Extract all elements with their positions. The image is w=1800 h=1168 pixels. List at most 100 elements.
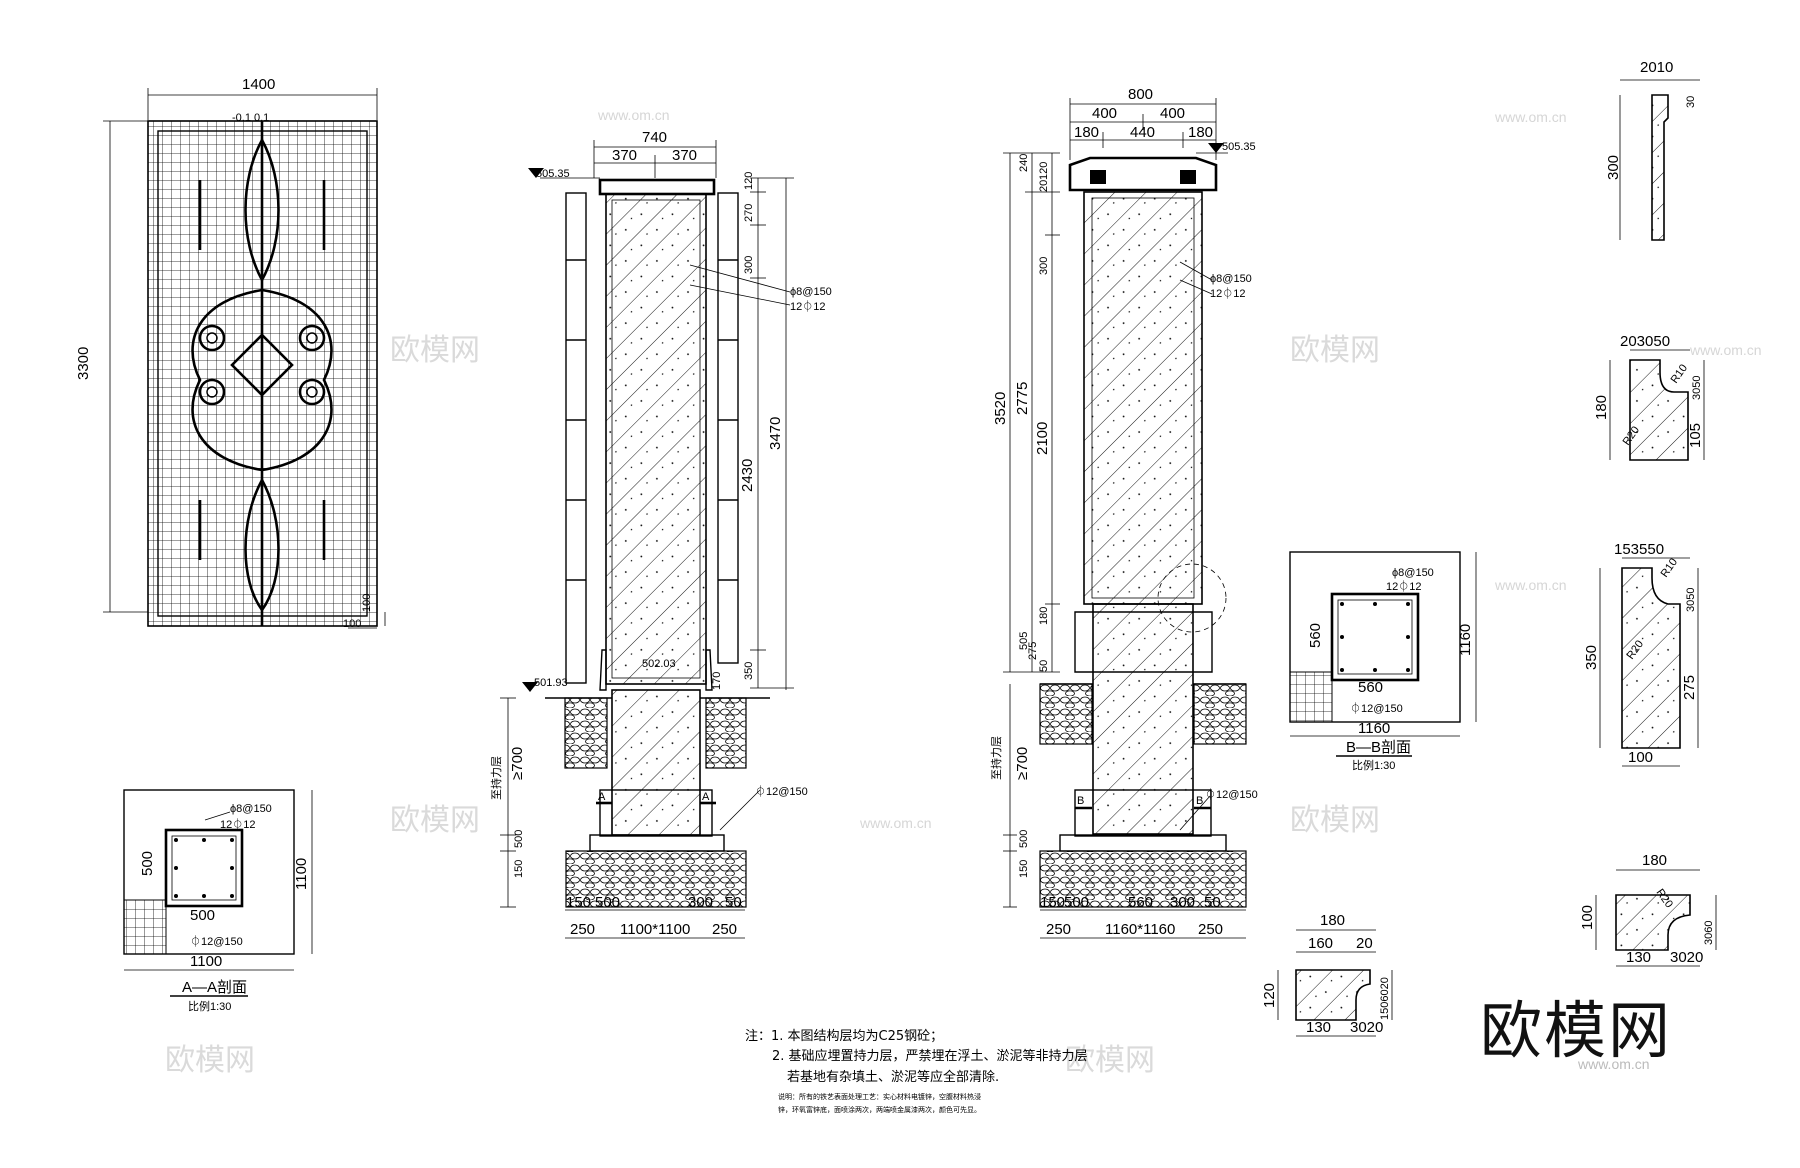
svg-text:比例1:30: 比例1:30	[188, 999, 231, 1013]
svg-text:欧模网: 欧模网	[390, 334, 480, 367]
svg-text:400: 400	[1160, 105, 1185, 122]
svg-text:3300: 3300	[75, 347, 92, 380]
svg-text:12⏀12: 12⏀12	[790, 299, 825, 313]
svg-text:R10: R10	[1669, 362, 1690, 385]
svg-text:440: 440	[1130, 124, 1155, 141]
svg-text:500: 500	[1064, 894, 1089, 911]
svg-text:1400: 1400	[242, 76, 275, 93]
svg-text:A—A剖面: A—A剖面	[182, 979, 247, 996]
svg-text:350: 350	[1583, 645, 1600, 670]
svg-text:3520: 3520	[992, 392, 1009, 425]
svg-text:3050: 3050	[1691, 376, 1703, 400]
svg-text:100: 100	[343, 618, 361, 630]
svg-text:240: 240	[1018, 154, 1030, 172]
svg-text:12⏀12: 12⏀12	[1386, 579, 1421, 593]
svg-text:203050: 203050	[1620, 333, 1670, 350]
svg-text:www.om.cn: www.om.cn	[597, 107, 670, 123]
svg-text:-0.1 0.1: -0.1 0.1	[232, 112, 269, 124]
svg-text:560: 560	[1358, 679, 1383, 696]
note-line-1: 注：1. 本图结构层均为C25钢砼；	[745, 1029, 944, 1044]
svg-text:500: 500	[1018, 830, 1030, 848]
svg-text:505.35: 505.35	[536, 168, 570, 180]
svg-text:250: 250	[712, 921, 737, 938]
svg-text:3020: 3020	[1670, 949, 1703, 966]
svg-text:3050: 3050	[1685, 588, 1697, 612]
svg-text:欧模网: 欧模网	[390, 804, 480, 837]
svg-text:2775: 2775	[1014, 382, 1031, 415]
svg-text:500: 500	[513, 830, 525, 848]
svg-text:300: 300	[688, 894, 713, 911]
svg-text:130: 130	[1626, 949, 1651, 966]
svg-text:至持力层: 至持力层	[989, 736, 1003, 780]
svg-text:欧模网: 欧模网	[1065, 1044, 1155, 1077]
svg-text:至持力层: 至持力层	[489, 756, 503, 800]
svg-text:1100: 1100	[190, 953, 222, 970]
svg-text:A: A	[598, 791, 606, 803]
svg-text:≥700: ≥700	[509, 747, 526, 780]
svg-text:2100: 2100	[1034, 422, 1051, 455]
svg-text:50: 50	[1038, 660, 1050, 672]
profile-1: 300 2010 30	[1605, 59, 1700, 241]
svg-text:250: 250	[1046, 921, 1071, 938]
svg-text:250: 250	[1198, 921, 1223, 938]
svg-text:www.om.cn: www.om.cn	[859, 815, 932, 831]
svg-text:370: 370	[612, 147, 637, 164]
svg-text:3060: 3060	[1703, 921, 1715, 945]
svg-text:740: 740	[642, 129, 667, 146]
svg-text:ϕ8@150: ϕ8@150	[1210, 273, 1252, 285]
svg-text:1100*1100: 1100*1100	[620, 921, 690, 938]
svg-text:180: 180	[1320, 912, 1345, 929]
svg-text:180: 180	[1593, 395, 1610, 420]
svg-text:501.93: 501.93	[534, 677, 568, 689]
svg-text:300: 300	[743, 256, 755, 274]
section-aa-plan: ϕ8@150 12⏀12 ⏀12@150 500 500 1100 1100 A…	[123, 789, 313, 1013]
svg-text:100: 100	[1628, 749, 1653, 766]
svg-text:ϕ8@150: ϕ8@150	[790, 286, 832, 298]
svg-text:⏀12@150: ⏀12@150	[1350, 701, 1403, 715]
svg-text:130: 130	[1306, 1019, 1331, 1036]
svg-text:100: 100	[1579, 905, 1596, 930]
note-line-2: 2. 基础应埋置持力层，严禁埋在浮土、淤泥等非持力层	[772, 1049, 1088, 1064]
svg-text:1160: 1160	[1358, 720, 1390, 737]
svg-text:www.om.cn: www.om.cn	[1689, 342, 1762, 358]
svg-text:120: 120	[1261, 983, 1278, 1008]
elevation-view: 1400 -0.1 0.1 3300 100 100	[75, 76, 386, 630]
svg-text:500: 500	[139, 851, 156, 876]
svg-text:350: 350	[743, 662, 755, 680]
svg-text:275: 275	[1027, 642, 1039, 660]
svg-text:160: 160	[1308, 935, 1333, 952]
section-bb-plan: ϕ8@150 12⏀12 ⏀12@150 560 560 1160 1160 B…	[1289, 551, 1477, 772]
column-section-b: 505.35 800 400 400 180 440 180 240 120 2…	[989, 86, 1258, 939]
column-section-a: 505.35 501.93 502.03 740 370 370 120 270…	[489, 129, 832, 939]
svg-text:500: 500	[595, 894, 620, 911]
svg-text:105: 105	[1687, 423, 1704, 448]
svg-text:ϕ8@150: ϕ8@150	[230, 803, 272, 815]
svg-text:180: 180	[1642, 852, 1667, 869]
svg-text:120: 120	[1038, 162, 1050, 180]
svg-text:170: 170	[711, 672, 723, 690]
svg-text:A: A	[702, 791, 710, 803]
svg-text:ϕ8@150: ϕ8@150	[1392, 567, 1434, 579]
brand-url-watermark: www.om.cn	[1578, 1056, 1650, 1072]
svg-text:50: 50	[725, 894, 742, 911]
svg-text:300: 300	[1170, 894, 1195, 911]
svg-text:2430: 2430	[739, 459, 756, 492]
svg-text:比例1:30: 比例1:30	[1352, 758, 1395, 772]
svg-text:275: 275	[1681, 675, 1698, 700]
svg-text:270: 270	[743, 204, 755, 222]
svg-text:50: 50	[1204, 894, 1221, 911]
profile-4: 180 100 R20 3060 130 3020	[1579, 852, 1717, 967]
profile-3: 350 153550 R10 R20 3050 275 100	[1583, 541, 1699, 767]
svg-text:800: 800	[1128, 86, 1153, 103]
note-line-3: 若基地有杂填土、淤泥等应全部清除.	[787, 1070, 1000, 1085]
svg-text:3470: 3470	[767, 417, 784, 450]
profile-5: 180 160 20 120 1506020 130 3020	[1261, 912, 1393, 1037]
svg-text:120: 120	[743, 172, 755, 190]
svg-text:⏀12@150: ⏀12@150	[755, 784, 808, 798]
svg-text:www.om.cn: www.om.cn	[1494, 577, 1567, 593]
svg-text:180: 180	[1188, 124, 1213, 141]
svg-text:30: 30	[1685, 96, 1697, 108]
svg-text:502.03: 502.03	[642, 658, 676, 670]
svg-text:www.om.cn: www.om.cn	[1494, 109, 1567, 125]
svg-text:400: 400	[1092, 105, 1117, 122]
